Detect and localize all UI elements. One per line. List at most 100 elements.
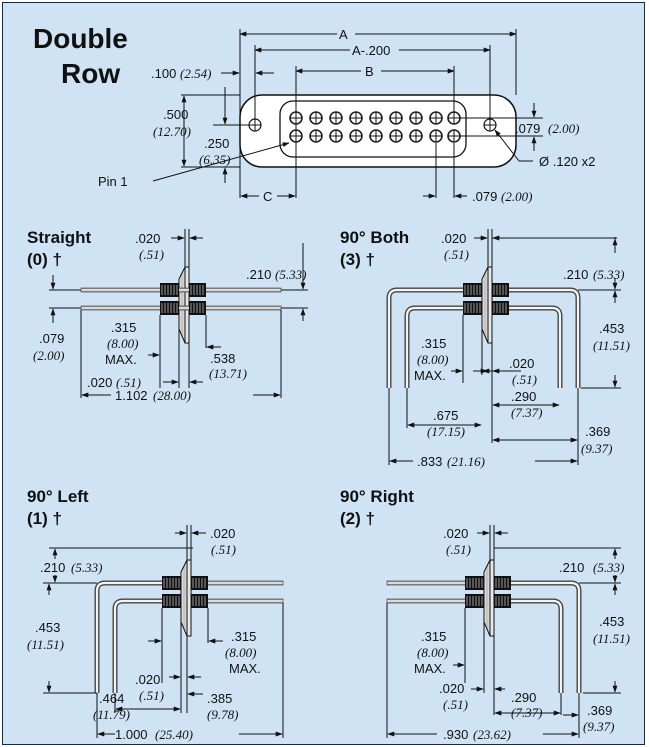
- dim-100: .100: [151, 66, 176, 81]
- dim-straight-d210: .210: [246, 267, 271, 282]
- dim-079-bottom-metric: (2.00): [501, 189, 532, 204]
- dim-both-d833: .833: [417, 454, 442, 469]
- dim-both-d315m: (8.00): [417, 352, 448, 367]
- dim-right-d930m: (23.62): [473, 727, 511, 742]
- dim-left-d1000m: (25.40): [155, 727, 193, 742]
- dim-left-d020m: (.51): [211, 542, 236, 557]
- dim-both-d369m: (9.37): [581, 441, 612, 456]
- dim-left-d020: .020: [210, 526, 235, 541]
- dim-left-d210m: (5.33): [71, 560, 102, 575]
- dim-b-label: B: [365, 64, 374, 79]
- title-line-2: Row: [61, 58, 120, 89]
- both-title-2: (3) †: [340, 250, 375, 269]
- dim-straight-d079: .079: [39, 331, 64, 346]
- dim-250-metric: (6.35): [199, 152, 230, 167]
- dim-both-d453: .453: [599, 321, 624, 336]
- connector-drawing: Double Row: [27, 23, 630, 742]
- dim-both-d290m: (7.37): [511, 405, 542, 420]
- dim-straight-d538: .538: [210, 351, 235, 366]
- dim-right-max: MAX.: [414, 661, 446, 676]
- dim-right-d369: .369: [587, 703, 612, 718]
- dim-straight-d315: .315: [111, 320, 136, 335]
- dim-right-d315m: (8.00): [417, 645, 448, 660]
- dim-straight-d1102m: (28.00): [153, 388, 191, 403]
- dim-straight-d210m: (5.33): [275, 267, 306, 282]
- dim-right-d290: .290: [511, 690, 536, 705]
- dim-straight-d079m: (2.00): [33, 348, 64, 363]
- right-title-1: 90° Right: [340, 487, 414, 506]
- dim-right-d020b: .020: [439, 681, 464, 696]
- dim-left-d315m: (8.00): [225, 645, 256, 660]
- dim-250: .250: [204, 136, 229, 151]
- right-title-2: (2) †: [340, 509, 375, 528]
- dim-079-bottom: .079: [472, 189, 497, 204]
- dim-left-d464: .464: [99, 691, 124, 706]
- pin1-label: Pin 1: [98, 174, 128, 189]
- dim-right-d290m: (7.37): [511, 705, 542, 720]
- view-90-right: 90° Right (2) † .020 (.51) .210 (5.33) .…: [340, 487, 630, 742]
- dim-left-d464m: (11.79): [93, 707, 130, 722]
- dim-left-d020bm: (.51): [139, 688, 164, 703]
- view-90-left: 90° Left (1) † .020 (.51) .210 (5.33) .4…: [27, 487, 284, 742]
- dim-right-d369m: (9.37): [583, 719, 614, 734]
- dim-a200-label: A-.200: [352, 43, 390, 58]
- dim-both-d020b: .020: [509, 356, 534, 371]
- dim-079-top: .079: [515, 121, 540, 136]
- dim-left-max: MAX.: [229, 661, 261, 676]
- hole-callout: Ø .120 x2: [539, 154, 595, 169]
- dim-right-d210: .210: [559, 560, 584, 575]
- view-90-both: 90° Both (3) † .020 (.51) .210 (5.33) .4…: [340, 228, 630, 469]
- left-title-1: 90° Left: [27, 487, 89, 506]
- dim-right-d453m: (11.51): [593, 631, 630, 646]
- dim-right-d020: .020: [443, 526, 468, 541]
- dim-a-label: A: [339, 27, 348, 42]
- dim-100-metric: (2.54): [180, 66, 211, 81]
- straight-title-2: (0) †: [27, 250, 62, 269]
- dim-left-d315: .315: [231, 629, 256, 644]
- dim-right-d210m: (5.33): [593, 560, 624, 575]
- title-line-1: Double: [33, 23, 128, 54]
- dim-both-d369: .369: [585, 424, 610, 439]
- both-title-1: 90° Both: [340, 228, 409, 247]
- dim-left-d210: .210: [40, 560, 65, 575]
- insulator-outline: [279, 100, 467, 158]
- dim-both-d315: .315: [421, 336, 446, 351]
- dim-straight-d315m: (8.00): [107, 336, 138, 351]
- dim-both-d210: .210: [563, 267, 588, 282]
- left-title-2: (1) †: [27, 509, 62, 528]
- dim-both-max: MAX.: [414, 368, 446, 383]
- dim-both-d453m: (11.51): [593, 338, 630, 353]
- dim-left-d385m: (9.78): [207, 707, 238, 722]
- dim-right-d020m: (.51): [446, 542, 471, 557]
- dim-500-metric: (12.70): [153, 124, 191, 139]
- dim-straight-d538m: (13.71): [209, 366, 247, 381]
- dim-right-d020bm: (.51): [443, 697, 468, 712]
- dim-both-d675m: (17.15): [427, 424, 465, 439]
- dim-left-d453m: (11.51): [27, 637, 64, 652]
- straight-title-1: Straight: [27, 228, 92, 247]
- dim-left-d453: .453: [35, 620, 60, 635]
- dim-right-d453: .453: [599, 614, 624, 629]
- dim-c-label: C: [263, 189, 272, 204]
- dim-both-d290: .290: [511, 389, 536, 404]
- dim-straight-d020: .020: [135, 231, 160, 246]
- front-view: A A-.200 B .100 (2.54) .500 (12.70) .250…: [98, 27, 595, 204]
- dim-straight-d1102: 1.102: [115, 388, 148, 403]
- view-straight: Straight (0) † .020 (.51) .210 (5.33) .0…: [27, 228, 308, 403]
- dim-both-d675: .675: [433, 408, 458, 423]
- dim-right-d930: .930: [443, 727, 468, 742]
- dim-left-d020b: .020: [135, 672, 160, 687]
- dim-079-top-metric: (2.00): [548, 121, 579, 136]
- dim-right-d315: .315: [421, 629, 446, 644]
- dim-left-d1000: 1.000: [115, 727, 148, 742]
- dim-both-d020m: (.51): [444, 247, 469, 262]
- dim-straight-d020m: (.51): [139, 247, 164, 262]
- dim-both-d020: .020: [441, 231, 466, 246]
- dim-500: .500: [163, 107, 188, 122]
- dim-both-d833m: (21.16): [447, 454, 485, 469]
- dim-straight-d020bm: (.51): [116, 375, 141, 390]
- dim-straight-max: MAX.: [105, 352, 137, 367]
- dim-left-d385: .385: [207, 691, 232, 706]
- dim-both-d020bm: (.51): [512, 372, 537, 387]
